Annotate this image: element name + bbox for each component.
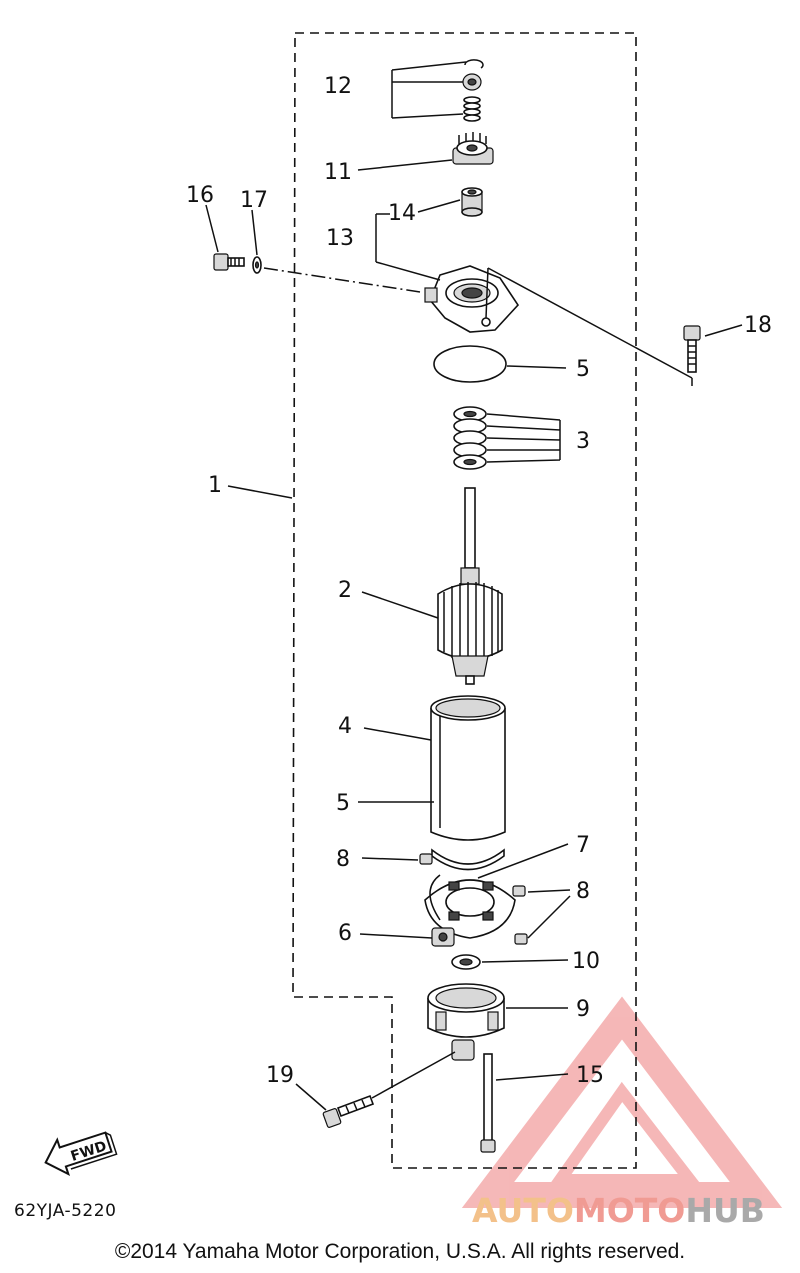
callout-6: 6 (338, 921, 352, 946)
watermark-text: AUTOMOTOHUB (472, 1191, 765, 1230)
part-8-brush-upper (419, 853, 433, 865)
part-3-washers (453, 406, 487, 470)
part-13-front-bracket (424, 265, 520, 333)
diagram-code: 62YJA-5220 (14, 1201, 116, 1221)
copyright-notice: ©2014 Yamaha Motor Corporation, U.S.A. A… (115, 1240, 685, 1263)
part-14-bushing (461, 187, 483, 217)
callout-11: 11 (324, 160, 352, 185)
callout-8-right: 8 (576, 879, 590, 904)
part-17-washer (252, 256, 262, 274)
callout-8-upper: 8 (336, 847, 350, 872)
part-5-o-ring-upper (433, 345, 507, 383)
part-10-washer (451, 954, 481, 970)
part-12-clip-collar-spring (462, 59, 484, 122)
callout-5-upper: 5 (576, 357, 590, 382)
part-7-brush-holder (424, 874, 516, 939)
callout-18: 18 (744, 313, 772, 338)
callout-17: 17 (240, 188, 268, 213)
part-9-rear-bracket (427, 983, 505, 1061)
fwd-arrow-icon: FWD (44, 1131, 118, 1177)
part-2-armature (437, 487, 503, 685)
callout-14: 14 (388, 201, 416, 226)
callout-15: 15 (576, 1063, 604, 1088)
callout-4: 4 (338, 714, 352, 739)
part-4-yoke (430, 695, 506, 841)
callout-13: 13 (326, 226, 354, 251)
callout-16: 16 (186, 183, 214, 208)
callout-9: 9 (576, 997, 590, 1022)
leader-lines (205, 61, 743, 1111)
callout-5-lower: 5 (336, 791, 350, 816)
callout-19: 19 (266, 1063, 294, 1088)
part-18-bolt (683, 325, 701, 373)
watermark-logo (461, 996, 783, 1208)
callout-2: 2 (338, 578, 352, 603)
callout-10: 10 (572, 949, 600, 974)
part-5-o-ring-lower (431, 848, 505, 871)
callout-3: 3 (576, 429, 590, 454)
callout-1: 1 (208, 473, 222, 498)
part-11-pinion-gear (452, 132, 494, 165)
part-8-brush-right (512, 885, 528, 945)
part-6-lead-wire-terminal (431, 927, 455, 947)
callout-12: 12 (324, 74, 352, 99)
part-16-bolt (213, 253, 245, 271)
part-15-through-bolt (480, 1053, 496, 1153)
callout-7: 7 (576, 833, 590, 858)
part-19-screw (322, 1094, 375, 1128)
